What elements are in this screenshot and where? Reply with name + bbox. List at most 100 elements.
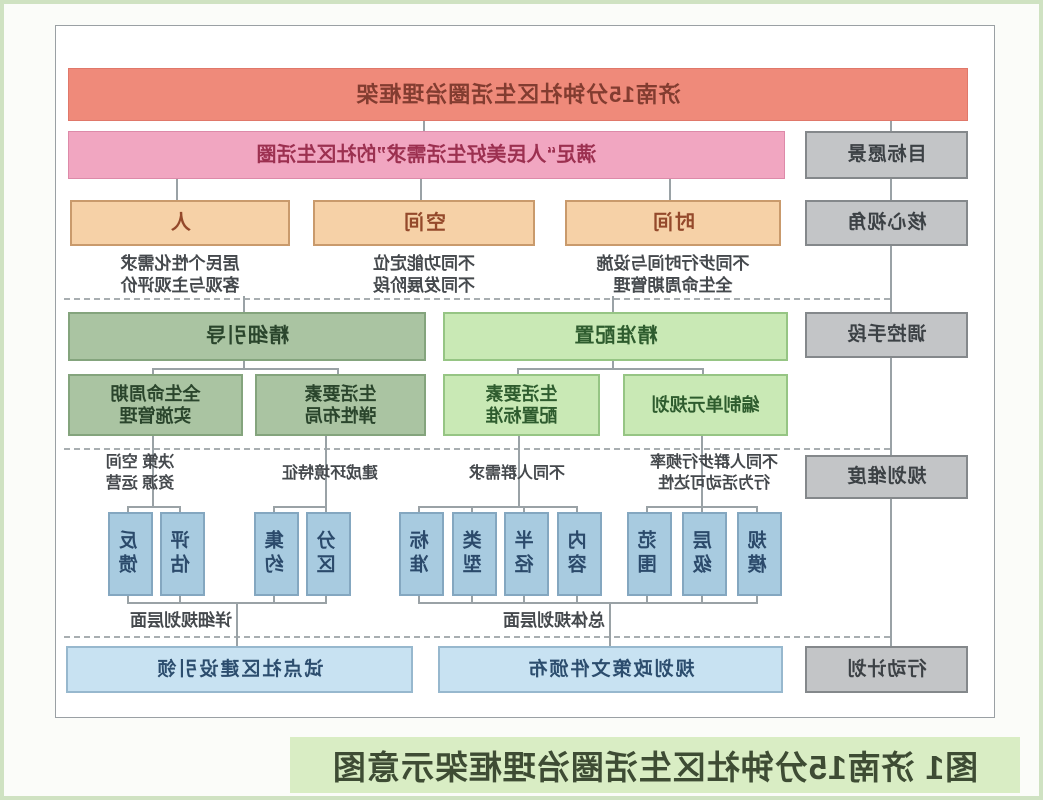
measure-fine-box: 精细引导 [68,312,426,361]
perspective-people-box: 人 [70,200,290,246]
dim-label: 内容 [568,530,590,578]
action-label: 试点社区建设引领 [155,658,324,680]
stub [701,596,703,602]
stub [127,596,129,602]
dim-intensive: 集约 [254,512,299,596]
dashed-divider-3 [64,636,890,638]
dashed-divider-2 [64,448,890,450]
note-time: 不同步行时间与设施 全生命周期管理 [553,253,793,297]
stage-label: 核心视角 [846,212,927,234]
figure-caption: 图1 济南15分钟社区生活圈治理框架示意图 [290,737,1020,793]
branch-precise [517,368,704,370]
dim-feedback: 反馈 [108,512,153,596]
action-pilot-box: 试点社区建设引领 [66,646,413,693]
action-policy-box: 规划政策文件颁布 [438,646,783,693]
box-line: 实施管理 [119,406,192,426]
stub [418,596,420,602]
dim-radius: 半径 [504,512,549,596]
connector-detailed-down [236,602,238,646]
box-line: 生活要素 [485,383,558,404]
bracket-group4 [127,506,181,508]
box-line: 编制单元规划 [651,394,760,415]
measure-precise-box: 精准配置 [443,312,788,361]
stub [646,596,648,602]
stub [523,596,525,602]
note-line: 不同发展阶段 [373,276,475,296]
label-detailed-level: 详细规划层面 [72,610,232,632]
connector-to-fine [243,296,245,312]
perspective-space-box: 空间 [313,200,535,246]
note-line: 不同功能定位 [373,254,475,273]
stage-goal-vision: 目标愿景 [805,131,968,179]
goal-box: 满足“人民美好生活需求”的社区生活圈 [68,131,785,179]
connector-precise-down [612,361,614,368]
note-group4: 决策 空间 资源 运营 [20,453,260,495]
dim-content: 内容 [557,512,602,596]
dim-label: 规模 [748,530,770,578]
perspective-label: 人 [169,211,191,234]
note-space: 不同功能定位 不同发展阶段 [304,253,544,297]
stage-core-view: 核心视角 [805,200,968,246]
perspective-label: 空间 [402,211,446,234]
stub [576,596,578,602]
stub [471,596,473,602]
stage-control-means: 调控手段 [805,312,968,358]
label-overall-level: 总体规划层面 [445,610,605,632]
gather-overall [418,602,758,604]
box-lifecycle-management: 全生命周期 实施管理 [68,374,243,436]
level-label: 详细规划层面 [130,611,232,630]
stub [273,596,275,602]
connector-goal-space [420,179,422,200]
dim-standard: 标准 [399,512,444,596]
dim-label: 反馈 [119,530,141,578]
stub [179,596,181,602]
stage-label: 行动计划 [846,658,927,680]
level-label: 总体规划层面 [503,611,605,630]
note-line: 居民个性化需求 [120,254,240,273]
dim-range: 范围 [627,512,672,596]
bracket-group3 [273,506,327,508]
connector-goal-time [669,179,671,200]
note-line: 资源 运营 [105,474,175,492]
box-config-standard: 生活要素 配置标准 [443,374,600,436]
stage-label: 规划维度 [846,466,927,488]
connector-goal-people [176,179,178,200]
branch-fine [152,368,339,370]
note-line: 不同步行时间与设施 [596,254,750,273]
dim-label: 分区 [317,530,339,578]
note-line: 决策 空间 [105,454,175,471]
dim-label: 半径 [515,530,537,578]
goal-text: 满足“人民美好生活需求”的社区生活圈 [256,143,597,166]
dim-label: 类型 [463,530,485,578]
note-line: 客观与主观评价 [120,276,240,296]
box-line: 配置标准 [485,406,558,426]
connector-root-goal [423,121,425,131]
stage-action-plan: 行动计划 [805,646,968,693]
stage-label: 目标愿景 [846,144,927,166]
mirrored-figure: 济南15分钟社区生活圈治理框架 满足“人民美好生活需求”的社区生活圈 目标愿景 … [4,4,1039,796]
dim-label: 集约 [265,530,287,578]
dim-zoning: 分区 [306,512,351,596]
dim-type: 类型 [452,512,497,596]
box-line: 生活要素 [304,383,377,404]
perspective-time-box: 时间 [565,200,781,246]
measure-label: 精准配置 [573,325,658,347]
action-label: 规划政策文件颁布 [526,658,695,680]
box-line: 弹性布局 [304,406,377,426]
connector-overall-down [609,602,611,646]
box-line: 全生命周期 [110,383,201,404]
dim-scale: 规模 [737,512,782,596]
measure-label: 精细引导 [205,325,289,347]
dim-label: 评估 [171,530,193,578]
dim-label: 范围 [638,530,660,578]
connector-fine-down [243,361,245,368]
note-line: 全生命周期管理 [613,276,733,296]
dashed-divider-1 [64,298,890,300]
perspective-label: 时间 [651,211,695,234]
root-title-box: 济南15分钟社区生活圈治理框架 [68,68,968,121]
stage-label: 调控手段 [846,324,927,346]
connector-to-precise [612,296,614,312]
caption-text: 图1 济南15分钟社区生活圈治理框架示意图 [331,749,979,786]
note-people: 居民个性化需求 客观与主观评价 [60,253,300,297]
